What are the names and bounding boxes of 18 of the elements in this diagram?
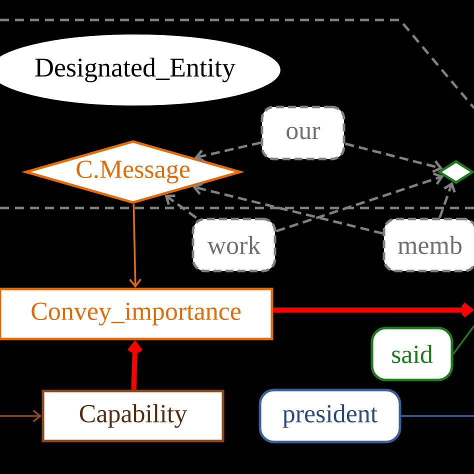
arrow [276,172,444,232]
relation-diamond [437,160,474,184]
arrow [192,182,384,235]
word-box: our [260,106,346,160]
arrow [127,340,142,390]
arrow [129,204,142,288]
concept-box: Capability [42,390,224,442]
arrow [0,410,42,422]
word-box: memb [382,218,474,272]
arrow [438,182,456,218]
word-box: said [370,326,454,382]
arrow [344,142,443,173]
word-box: work [192,218,276,272]
arrow [164,194,198,219]
arrow [194,141,262,162]
arrow [273,302,474,318]
concept-box: Convey_importance [0,288,274,340]
word-box: president [258,388,402,444]
